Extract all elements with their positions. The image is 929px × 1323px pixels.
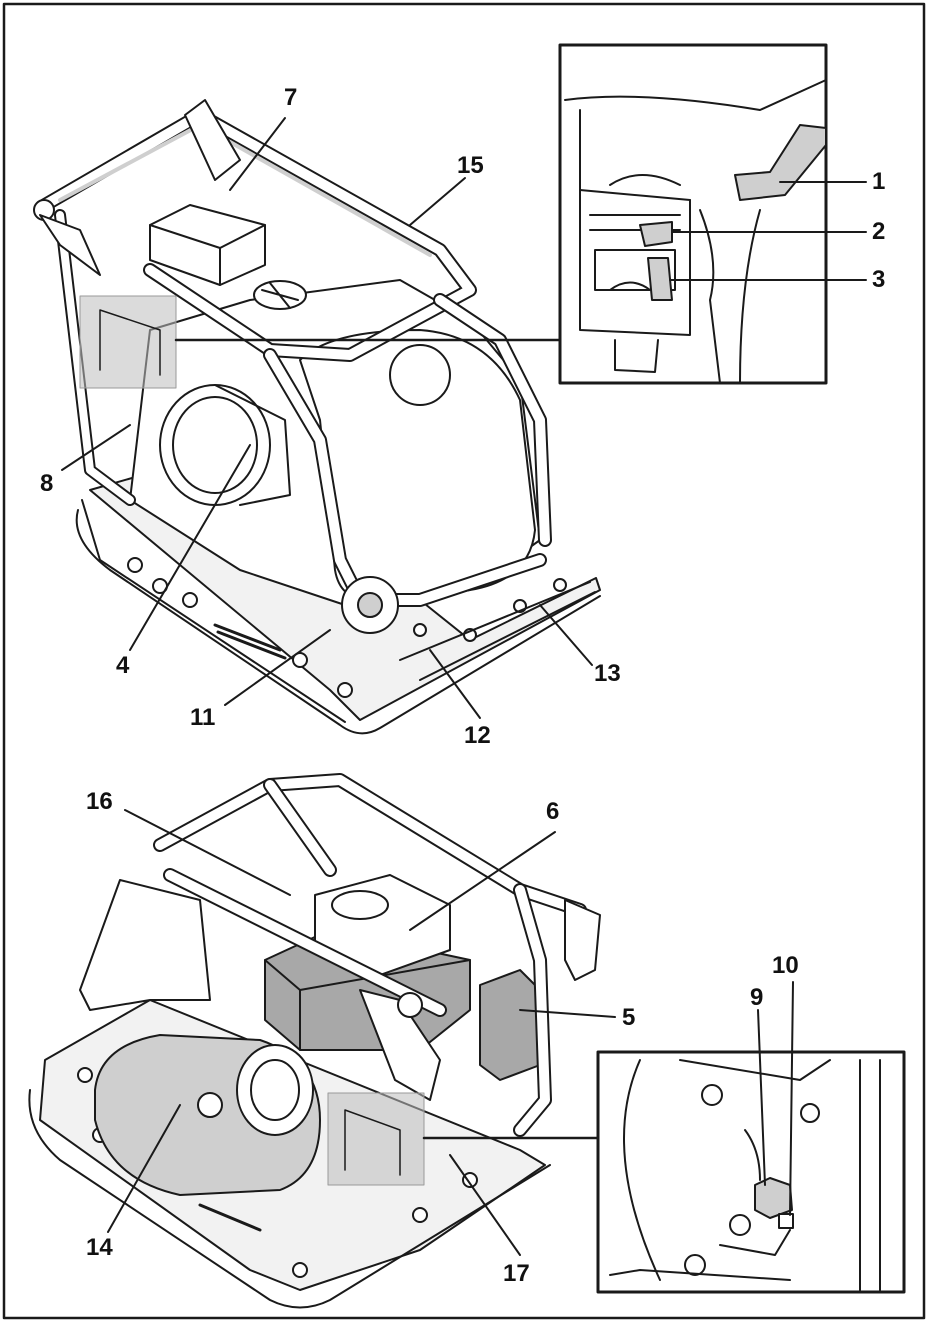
callout-15: 15: [457, 152, 484, 179]
leader-14: [107, 1104, 181, 1233]
leader-10: [789, 981, 794, 1216]
callout-17: 17: [503, 1260, 530, 1287]
leader-11: [224, 629, 331, 706]
callout-8: 8: [40, 470, 54, 497]
callout-7: 7: [284, 84, 298, 111]
callout-12: 12: [464, 722, 491, 749]
leader-5: [519, 1009, 616, 1018]
base-plate-rim: [75, 509, 601, 735]
leader-15: [409, 177, 466, 226]
leader-12: [429, 649, 481, 719]
leader-13: [539, 604, 593, 666]
callout-6: 6: [546, 798, 560, 825]
callout-10: 10: [772, 952, 799, 979]
leader-16: [124, 809, 291, 896]
fuel-cock-choke-detail-icon: [558, 43, 828, 385]
leader-6: [409, 831, 556, 931]
oil-drain-detail-icon: [596, 1050, 906, 1294]
air-cleaner-box: [479, 969, 541, 1081]
callout-2: 2: [872, 218, 886, 245]
callout-14: 14: [86, 1234, 113, 1261]
callout-9: 9: [750, 984, 764, 1011]
leader-9: [757, 1009, 766, 1186]
callout-13: 13: [594, 660, 621, 687]
leader-8: [61, 424, 131, 471]
callout-4: 4: [116, 652, 130, 679]
leader-4: [129, 444, 251, 651]
leader-17: [449, 1154, 521, 1256]
callout-3: 3: [872, 266, 886, 293]
fuel-tank-top: [149, 204, 266, 286]
callout-5: 5: [622, 1004, 636, 1031]
callout-16: 16: [86, 788, 113, 815]
plate-compactor-front-view-icon: [33, 99, 601, 735]
highlight-box-top: [79, 295, 177, 389]
callout-11: 11: [190, 704, 216, 731]
highlight-box-bottom: [327, 1092, 425, 1186]
leader-7: [229, 117, 286, 191]
callout-1: 1: [872, 168, 886, 195]
